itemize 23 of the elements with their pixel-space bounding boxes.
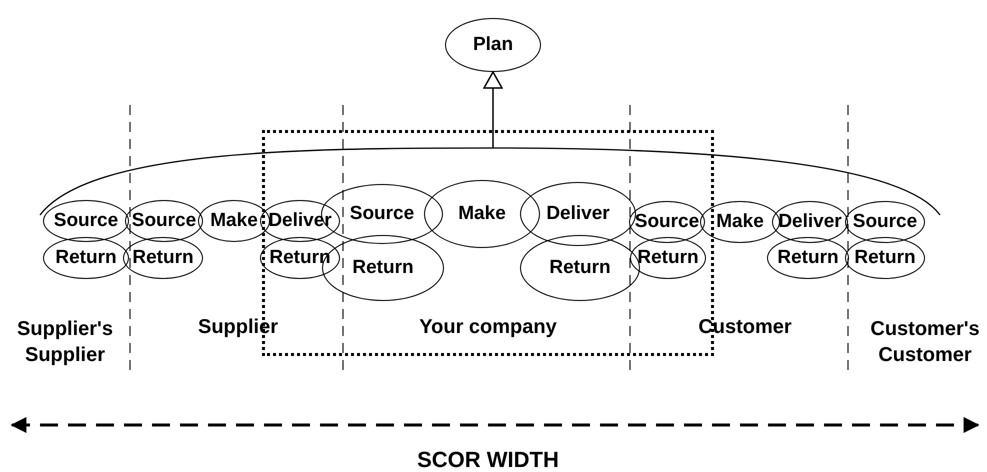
process-ellipse: Return bbox=[845, 237, 925, 279]
region-label: Your company bbox=[419, 316, 557, 339]
region-label: Customer bbox=[698, 315, 792, 340]
region-label: Supplier's Supplier bbox=[16, 317, 114, 368]
process-ellipse: Return bbox=[43, 237, 129, 279]
process-ellipse: Return bbox=[520, 235, 640, 301]
process-ellipse: Deliver bbox=[520, 182, 636, 246]
process-ellipse: Return bbox=[767, 237, 849, 279]
dimension-label: SCOR WIDTH bbox=[417, 447, 559, 472]
process-ellipse: Return bbox=[123, 237, 203, 279]
hollow-arrow bbox=[483, 71, 503, 148]
process-ellipse: Plan bbox=[445, 18, 541, 72]
process-ellipse: Source bbox=[629, 201, 705, 243]
process-ellipse: Make bbox=[424, 180, 540, 248]
process-ellipse: Deliver bbox=[772, 201, 848, 243]
process-ellipse: Source bbox=[125, 200, 203, 242]
region-label: Supplier bbox=[198, 315, 278, 340]
process-ellipse: Source bbox=[845, 201, 925, 243]
region-label: Customer's Customer bbox=[870, 317, 980, 368]
process-ellipse: Return bbox=[630, 237, 706, 279]
process-ellipse: Make bbox=[198, 200, 270, 242]
process-ellipse: Make bbox=[700, 201, 780, 243]
process-ellipse: Source bbox=[43, 200, 129, 242]
